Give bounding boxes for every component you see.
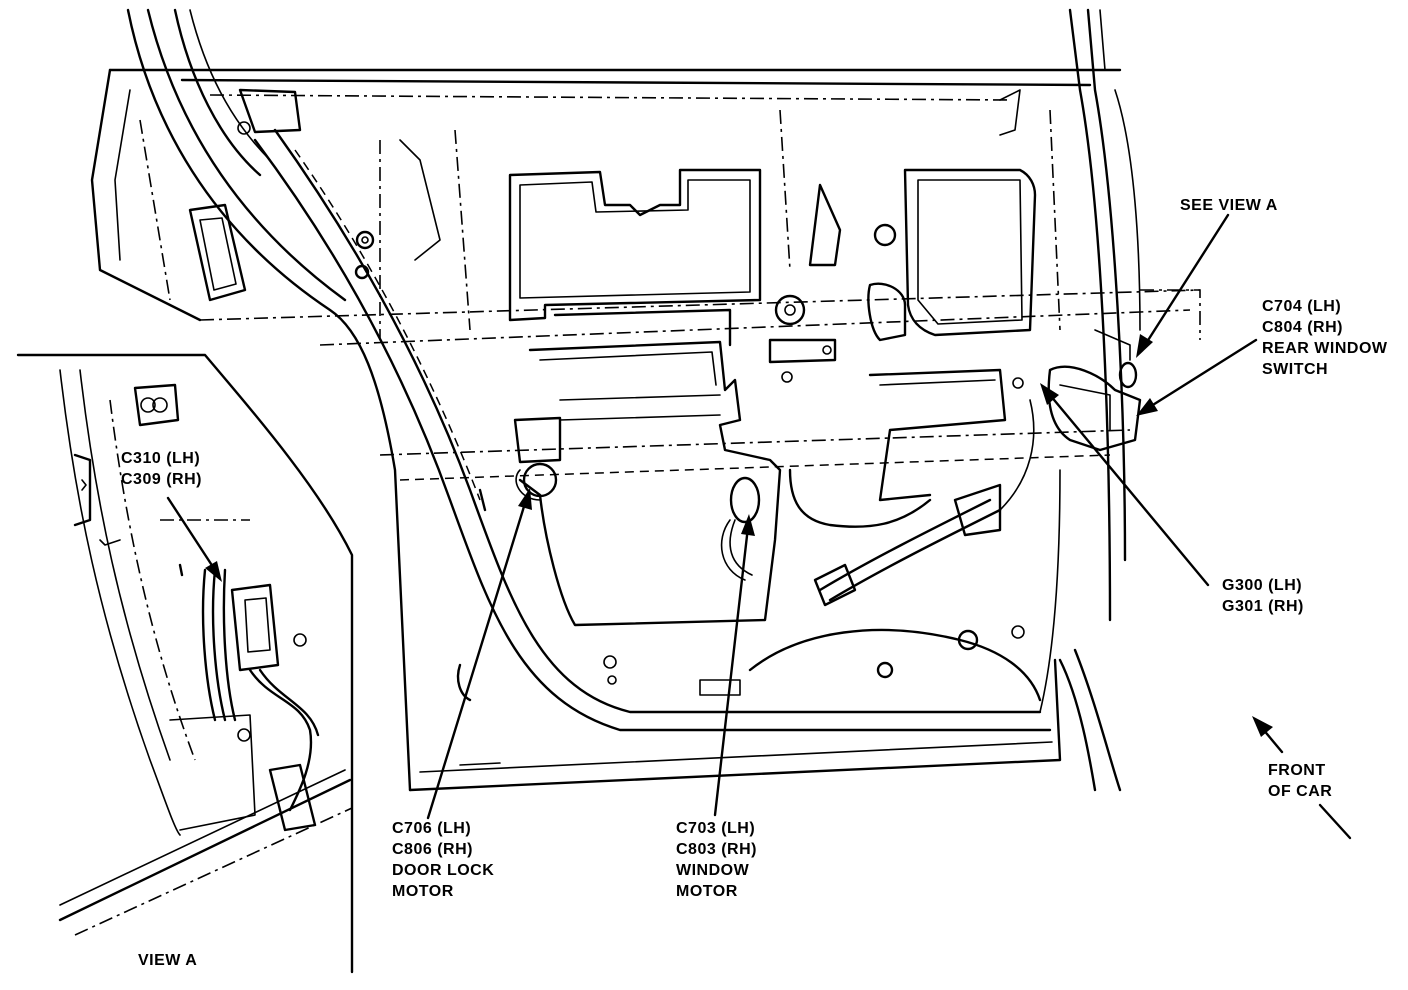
body-left bbox=[90, 68, 247, 322]
rear-window-switch-line-2: C804 (RH) bbox=[1262, 319, 1343, 336]
switch-cluster bbox=[1012, 289, 1201, 452]
window-motor-line-2: C803 (RH) bbox=[676, 841, 757, 858]
ground-line-2: G301 (RH) bbox=[1222, 598, 1304, 615]
view-a-inset bbox=[16, 353, 354, 974]
see-view-a-label: SEE VIEW A bbox=[1180, 195, 1278, 216]
front-of-car-line-2: OF CAR bbox=[1268, 783, 1333, 800]
rear-window-switch-line-1: C704 (LH) bbox=[1262, 298, 1342, 315]
front-of-car-label: FRONT OF CAR bbox=[1268, 760, 1332, 802]
rear-window-switch-callout: C704 (LH) C804 (RH) REAR WINDOW SWITCH bbox=[1262, 296, 1387, 380]
door-frame bbox=[108, 8, 1141, 792]
window-motor-line-3: WINDOW bbox=[676, 862, 750, 879]
front-of-car-line-1: FRONT bbox=[1268, 762, 1326, 779]
ground-callout: G300 (LH) G301 (RH) bbox=[1222, 575, 1304, 617]
rear-window-switch-line-4: SWITCH bbox=[1262, 361, 1329, 378]
window-motor-line-1: C703 (LH) bbox=[676, 820, 756, 837]
door-lock-motor-line-4: MOTOR bbox=[392, 883, 454, 900]
window-motor-line-4: MOTOR bbox=[676, 883, 738, 900]
window-motor-callout: C703 (LH) C803 (RH) WINDOW MOTOR bbox=[676, 818, 757, 902]
door-lock-motor-line-1: C706 (LH) bbox=[392, 820, 472, 837]
window-channel bbox=[253, 128, 1061, 732]
view-a-connector-callout: C310 (LH) C309 (RH) bbox=[121, 448, 202, 490]
leader-lines bbox=[166, 213, 1352, 840]
rear-window-switch-line-3: REAR WINDOW bbox=[1262, 340, 1388, 357]
door-lock-motor-callout: C706 (LH) C806 (RH) DOOR LOCK MOTOR bbox=[392, 818, 494, 902]
door-lock-motor-line-2: C806 (RH) bbox=[392, 841, 473, 858]
view-a-title: VIEW A bbox=[138, 950, 197, 971]
view-a-title-line-1: VIEW A bbox=[138, 952, 198, 969]
ground-line-1: G300 (LH) bbox=[1222, 577, 1303, 594]
see-view-a-line-1: SEE VIEW A bbox=[1180, 197, 1278, 214]
door-lock-motor-line-3: DOOR LOCK bbox=[392, 862, 495, 879]
regulator-assembly bbox=[456, 294, 1042, 766]
view-a-connector-line-2: C309 (RH) bbox=[121, 471, 202, 488]
view-a-connector-line-1: C310 (LH) bbox=[121, 450, 201, 467]
inner-panel bbox=[199, 88, 1201, 481]
